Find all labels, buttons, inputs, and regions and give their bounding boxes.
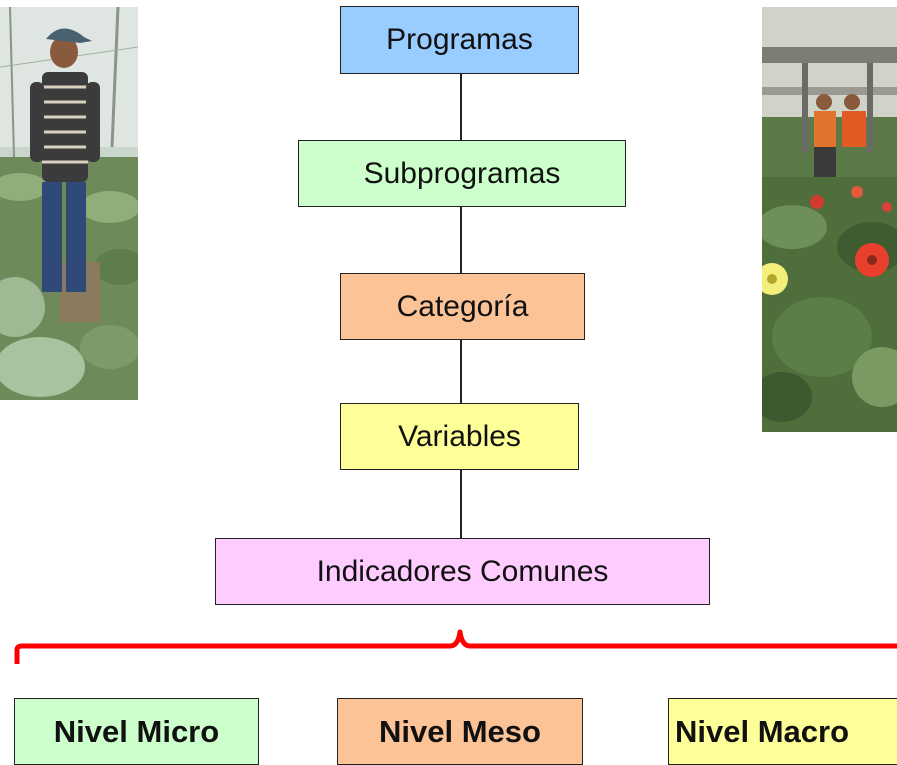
box-nivel-meso: Nivel Meso bbox=[337, 698, 583, 765]
box-nivel-micro: Nivel Micro bbox=[14, 698, 259, 765]
box-nivel-macro-label: Nivel Macro bbox=[675, 713, 850, 749]
box-indicadores-comunes: Indicadores Comunes bbox=[215, 538, 710, 605]
box-programas: Programas bbox=[340, 6, 579, 74]
box-nivel-micro-label: Nivel Micro bbox=[53, 713, 220, 749]
box-programas-label: Programas bbox=[386, 23, 533, 56]
photo-farmer-greenhouse bbox=[0, 7, 138, 400]
box-categoria-label: Categoría bbox=[396, 289, 529, 323]
box-indicadores-comunes-label: Indicadores Comunes bbox=[316, 554, 609, 588]
box-subprogramas: Subprogramas bbox=[298, 140, 626, 207]
red-bracket bbox=[14, 629, 897, 664]
box-subprogramas-label: Subprogramas bbox=[363, 156, 561, 190]
box-categoria: Categoría bbox=[340, 273, 585, 340]
box-variables: Variables bbox=[340, 403, 579, 470]
box-nivel-meso-label: Nivel Meso bbox=[379, 713, 541, 749]
photo-flower-greenhouse bbox=[762, 7, 897, 432]
box-variables-label: Variables bbox=[398, 419, 521, 453]
box-nivel-macro: Nivel Macro bbox=[668, 698, 897, 765]
